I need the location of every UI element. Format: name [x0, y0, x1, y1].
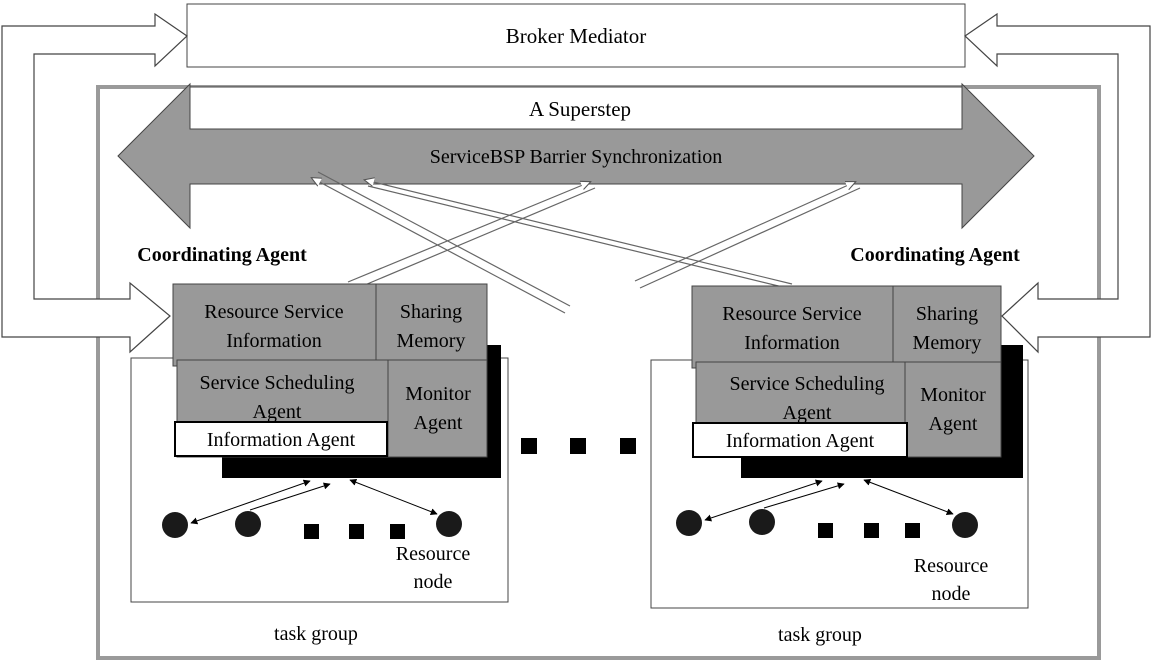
barrier-sync-label: ServiceBSP Barrier Synchronization	[430, 146, 723, 168]
left-service-scheduling-label: Service Scheduling	[200, 372, 355, 394]
left-resource-node-label-2: node	[414, 571, 453, 593]
left-resource-service-label-2: Information	[226, 330, 322, 352]
middle-ellipsis-square	[620, 438, 636, 454]
superstep-label: A Superstep	[529, 97, 631, 121]
left-ellipsis-square	[349, 524, 364, 539]
left-node-arrows	[190, 479, 438, 525]
right-monitor-agent-label-2: Agent	[929, 413, 978, 435]
sync-arrows	[312, 171, 861, 314]
right-service-scheduling-label-2: Agent	[783, 402, 832, 424]
broker-mediator-label: Broker Mediator	[506, 24, 647, 48]
right-resource-node	[749, 509, 775, 535]
right-resource-service-label: Resource Service	[722, 303, 862, 325]
right-ellipsis-square	[864, 523, 879, 538]
left-resource-service-box	[172, 283, 377, 367]
right-coordinating-agent-label: Coordinating Agent	[850, 244, 1020, 266]
middle-ellipsis-square	[570, 438, 586, 454]
left-monitor-agent-label-2: Agent	[414, 412, 463, 434]
right-resource-service-label-2: Information	[744, 332, 840, 354]
right-resource-node	[676, 510, 702, 536]
left-resource-node-label: Resource	[396, 543, 471, 565]
right-monitor-agent-label: Monitor	[920, 384, 986, 406]
right-service-scheduling-label: Service Scheduling	[730, 373, 885, 395]
left-resource-node	[235, 511, 261, 537]
left-information-agent-label: Information Agent	[207, 429, 356, 451]
right-broker-arrow	[964, 12, 1151, 354]
right-sharing-memory-label: Sharing	[916, 303, 978, 325]
broker-mediator-box	[186, 3, 966, 68]
right-resource-node-label: Resource	[914, 555, 989, 577]
right-node-arrows	[704, 478, 954, 522]
left-sharing-memory-box	[375, 283, 488, 367]
right-ellipsis-square	[818, 523, 833, 538]
left-information-agent-box	[174, 421, 388, 457]
right-resource-node-label-2: node	[932, 583, 971, 605]
left-monitor-agent-label: Monitor	[405, 383, 471, 405]
left-task-group-label: task group	[274, 623, 358, 645]
left-monitor-agent-box	[387, 359, 488, 458]
left-broker-arrow	[1, 12, 188, 354]
right-sharing-memory-label-2: Memory	[913, 332, 982, 354]
right-information-agent-label: Information Agent	[726, 430, 875, 452]
right-task-group-label: task group	[778, 624, 862, 646]
left-service-scheduling-label-2: Agent	[253, 401, 302, 423]
left-ellipsis-square	[390, 524, 405, 539]
right-resource-node	[952, 512, 978, 538]
right-sharing-memory-box	[892, 285, 1002, 369]
barrier-sync-arrow	[117, 82, 1035, 230]
right-information-agent-box	[692, 422, 908, 458]
right-resource-service-box	[691, 285, 894, 369]
left-sharing-memory-label-2: Memory	[397, 330, 466, 352]
left-resource-node	[162, 512, 188, 538]
left-resource-service-label: Resource Service	[204, 301, 344, 323]
right-monitor-agent-box	[904, 361, 1002, 458]
left-coordinating-agent-label: Coordinating Agent	[137, 244, 307, 266]
left-sharing-memory-label: Sharing	[400, 301, 462, 323]
left-resource-node	[436, 511, 462, 537]
middle-ellipsis-square	[521, 438, 537, 454]
left-ellipsis-square	[304, 524, 319, 539]
right-ellipsis-square	[905, 523, 920, 538]
